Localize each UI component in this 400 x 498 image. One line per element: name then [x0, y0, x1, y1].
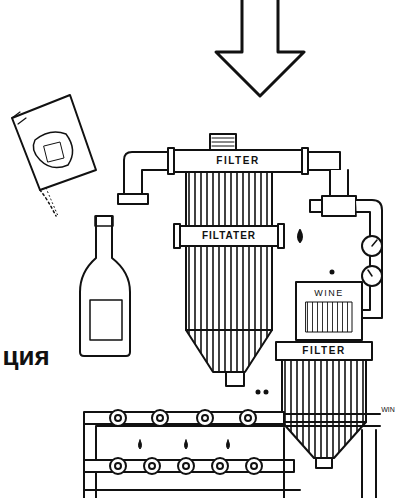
- big-filter: [174, 172, 284, 394]
- part-name: FILTER: [216, 156, 259, 166]
- bottom-manifold: [84, 410, 380, 498]
- down-arrow: [216, 0, 304, 96]
- small-filter: [276, 282, 372, 468]
- part-name: FILTER: [302, 346, 345, 356]
- cut-off-caption: ция: [2, 343, 49, 369]
- wine-bottle: [80, 216, 130, 356]
- part-name: WIN: [381, 406, 395, 413]
- powder-bag: [12, 95, 96, 216]
- part-name: WINE: [314, 289, 344, 298]
- part-name: FILTATER: [202, 231, 256, 241]
